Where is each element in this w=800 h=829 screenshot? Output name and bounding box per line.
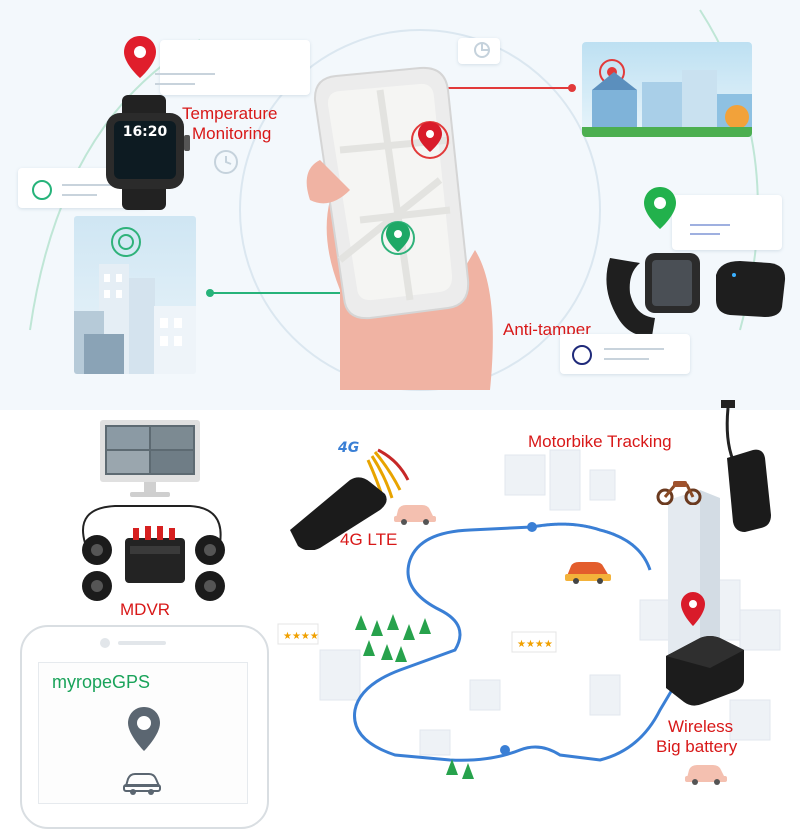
- bottom-illustration-panel: ★★★★ ★★★★ MDVR: [0, 400, 800, 829]
- city-buildings-illustration: [74, 227, 196, 374]
- tree-icon: [355, 614, 431, 662]
- motorbike-tracker-image: [721, 400, 771, 532]
- text-placeholder-line: [690, 224, 730, 226]
- mdvr-kit-image: [82, 505, 225, 601]
- phone-speaker: [118, 641, 166, 645]
- bracelet-tracker-image: [606, 253, 700, 337]
- text-placeholder-line: [155, 83, 195, 85]
- location-card: [160, 40, 310, 95]
- chart-card: [458, 38, 500, 64]
- text-placeholder-line: [62, 194, 97, 196]
- svg-text:★★★★: ★★★★: [283, 631, 319, 642]
- lte-badge: 4G: [338, 440, 360, 456]
- message-card-right: [560, 334, 690, 374]
- temperature-label-line1: Temperature: [182, 104, 278, 123]
- wireless-label-line1: Wireless: [668, 717, 734, 736]
- top-illustration-panel: 16:20 Temperature Monitoring: [0, 0, 800, 410]
- svg-text:★★★★: ★★★★: [517, 639, 553, 650]
- map-route-illustration: ★★★★ ★★★★: [277, 449, 781, 762]
- clock-icon: [214, 150, 238, 174]
- city-card-left: [74, 216, 196, 374]
- location-card-right: [672, 195, 782, 250]
- text-placeholder-line: [62, 184, 117, 186]
- phone-in-hand-image: [306, 66, 493, 390]
- monitor-image: [100, 420, 200, 497]
- status-circle-icon: [32, 180, 52, 200]
- text-placeholder-line: [604, 348, 664, 350]
- text-placeholder-line: [604, 358, 649, 360]
- location-pin-green-icon: [644, 187, 676, 229]
- smartwatch-image: [106, 95, 190, 210]
- car-icon: [565, 562, 611, 584]
- wireless-tracker-image: [666, 636, 744, 706]
- text-placeholder-line: [690, 233, 720, 235]
- watch-time: 16:20: [122, 124, 168, 140]
- motorbike-tracking-label: Motorbike Tracking: [528, 432, 672, 451]
- location-pin-icon: [681, 592, 705, 626]
- text-placeholder-line: [155, 73, 215, 75]
- wireless-label-line2: Big battery: [656, 737, 738, 756]
- location-pin-icon: [128, 707, 160, 751]
- phone-camera: [100, 638, 110, 648]
- tree-icon: [446, 759, 474, 779]
- motorbike-icon: [656, 481, 702, 505]
- location-pin-icon: [124, 36, 156, 78]
- house-card-right: [582, 42, 752, 137]
- houses-illustration: [582, 59, 752, 137]
- chart-icon: [474, 42, 490, 58]
- temperature-label-line2: Monitoring: [192, 124, 272, 143]
- lte-tracker-image: [290, 448, 410, 550]
- car-icon: [685, 765, 727, 785]
- brand-label: myropeGPS: [52, 672, 151, 692]
- car-icon: [394, 505, 436, 525]
- lte-label: 4G LTE: [340, 530, 398, 549]
- car-icon: [123, 773, 161, 795]
- box-tracker-image: [716, 261, 786, 317]
- mdvr-label: MDVR: [120, 600, 171, 619]
- status-circle-icon: [572, 345, 592, 365]
